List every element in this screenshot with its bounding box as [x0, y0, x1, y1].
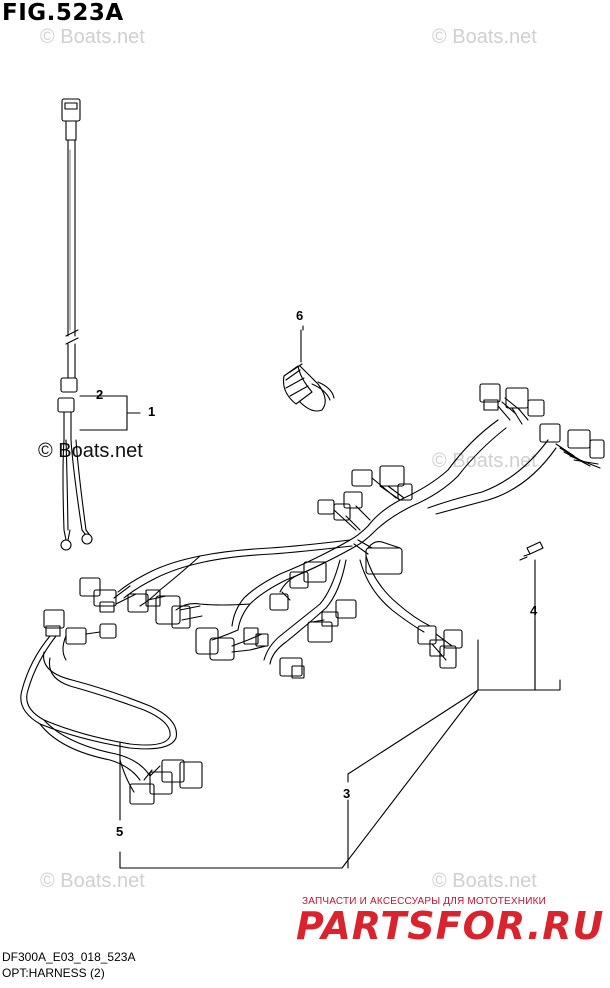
- model-code: DF300A_E03_018_523A: [2, 950, 136, 964]
- callout-4: 4: [530, 603, 538, 618]
- main-harness-part-3: [79, 383, 605, 679]
- leader-lines: [119, 325, 561, 869]
- figure-title: FIG.523A: [2, 0, 124, 26]
- callout-1: 1: [148, 404, 156, 419]
- bolt-part-4: [519, 541, 544, 601]
- brand-subtitle: ЗАПЧАСТИ И АКСЕССУАРЫ ДЛЯ МОТОТЕХНИКИ: [302, 896, 547, 907]
- watermark: © Boats.net: [432, 450, 537, 472]
- lead-wire-part-2: [57, 98, 93, 551]
- watermark: © Boats.net: [40, 870, 145, 892]
- callout-6: 6: [296, 308, 304, 323]
- figure-caption: OPT:HARNESS (2): [2, 966, 105, 980]
- callout-3: 3: [343, 786, 351, 801]
- brand-logo: PARTSFOR.RU: [296, 904, 605, 948]
- callout-2: 2: [96, 387, 104, 402]
- callout-bracket: [79, 395, 128, 431]
- callout-5: 5: [116, 824, 124, 839]
- watermark: © Boats.net: [40, 26, 145, 48]
- extension-harness-part-5: [20, 609, 203, 805]
- watermark: © Boats.net: [432, 870, 537, 892]
- watermark: © Boats.net: [432, 26, 537, 48]
- grommet-part-6: [282, 329, 335, 412]
